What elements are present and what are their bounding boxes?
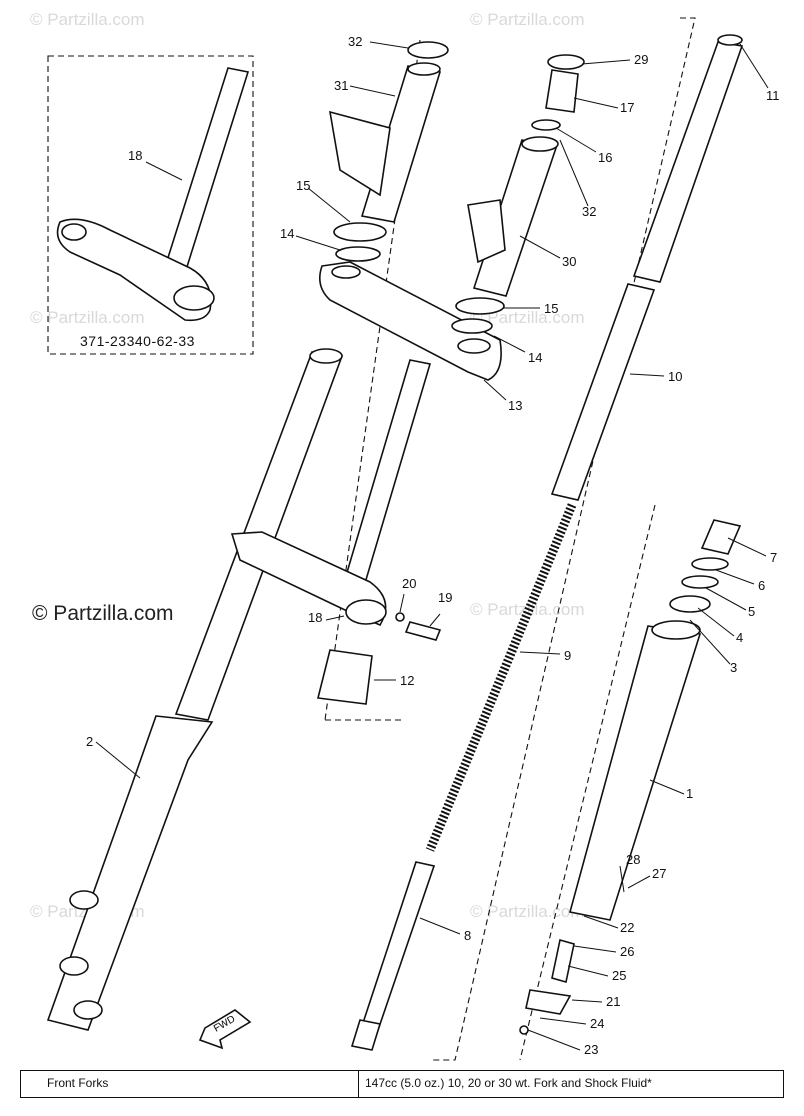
- callout-31: 31: [334, 78, 348, 93]
- callout-13: 13: [508, 398, 522, 413]
- washer: [333, 222, 387, 242]
- callout-14b: 14: [528, 350, 542, 365]
- callout-30: 30: [562, 254, 576, 269]
- callout-15: 15: [296, 178, 310, 193]
- callout-18-inset: 18: [128, 148, 142, 163]
- callout-21: 21: [606, 994, 620, 1009]
- callout-14: 14: [280, 226, 294, 241]
- callout-12: 12: [400, 673, 414, 688]
- callout-32: 32: [348, 34, 362, 49]
- callout-17: 17: [620, 100, 634, 115]
- leader-dash: [519, 504, 656, 1061]
- callout-2: 2: [86, 734, 93, 749]
- watermark-main: © Partzilla.com: [32, 602, 174, 625]
- cap: [547, 54, 585, 70]
- inset-part-number: 371-23340-62-33: [80, 333, 195, 349]
- washer: [455, 297, 505, 315]
- callout-23: 23: [584, 1042, 598, 1057]
- callout-32b: 32: [582, 204, 596, 219]
- axle-holder: [525, 989, 572, 1015]
- callout-7: 7: [770, 550, 777, 565]
- callout-3: 3: [730, 660, 737, 675]
- right-outer-tube: [569, 519, 742, 921]
- callout-10: 10: [668, 369, 682, 384]
- leader-lines: [95, 41, 769, 1051]
- callout-27: 27: [652, 866, 666, 881]
- damper-rod: [350, 861, 436, 1051]
- washer: [395, 612, 405, 622]
- washer: [451, 318, 493, 334]
- washer: [519, 1025, 529, 1035]
- upper-bracket: [328, 41, 449, 223]
- callout-24: 24: [590, 1016, 604, 1031]
- callout-1: 1: [686, 786, 693, 801]
- watermark: © Partzilla.com: [470, 308, 585, 327]
- callout-9: 9: [564, 648, 571, 663]
- lower-crown: [230, 531, 387, 627]
- callout-18: 18: [308, 610, 322, 625]
- watermark: © Partzilla.com: [470, 902, 585, 921]
- o-ring: [531, 119, 561, 131]
- watermark: © Partzilla.com: [30, 10, 145, 29]
- cap-bolt: [545, 69, 579, 113]
- washer: [335, 246, 381, 262]
- drain-bolt: [551, 938, 575, 984]
- right-upper-bracket: [467, 136, 559, 297]
- fwd-arrow: [198, 1009, 252, 1050]
- inner-tube: [550, 34, 744, 501]
- leader-dash: [432, 17, 696, 1061]
- callout-6: 6: [758, 578, 765, 593]
- fluid-note-table: Front Forks 147cc (5.0 oz.) 10, 20 or 30…: [20, 1070, 784, 1098]
- callout-26: 26: [620, 944, 634, 959]
- callout-19: 19: [438, 590, 452, 605]
- callout-5: 5: [748, 604, 755, 619]
- fork-spring: [425, 503, 577, 852]
- callout-20: 20: [402, 576, 416, 591]
- left-fork-upper: [174, 348, 432, 721]
- callout-28: 28: [626, 852, 640, 867]
- left-outer-tube: [46, 715, 214, 1031]
- callout-16: 16: [598, 150, 612, 165]
- note-spec: 147cc (5.0 oz.) 10, 20 or 30 wt. Fork an…: [365, 1076, 652, 1090]
- inset-box: [47, 55, 254, 355]
- callout-15b: 15: [544, 301, 558, 316]
- note-item: Front Forks: [21, 1071, 359, 1097]
- callout-numbers: 32 31 29 17 11 16 32 15 14 30 18 15 14 1…: [86, 34, 780, 1057]
- callout-8: 8: [464, 928, 471, 943]
- dust-boot: [317, 649, 373, 705]
- callout-22: 22: [620, 920, 634, 935]
- callout-11: 11: [766, 88, 780, 103]
- inset-steering-stem: [56, 67, 250, 322]
- pinch-bolt: [404, 621, 442, 641]
- callout-29: 29: [634, 52, 648, 67]
- callout-4: 4: [736, 630, 743, 645]
- callout-25: 25: [612, 968, 626, 983]
- watermark: © Partzilla.com: [30, 308, 145, 327]
- under-bracket: [319, 261, 502, 381]
- watermark: © Partzilla.com: [470, 10, 585, 29]
